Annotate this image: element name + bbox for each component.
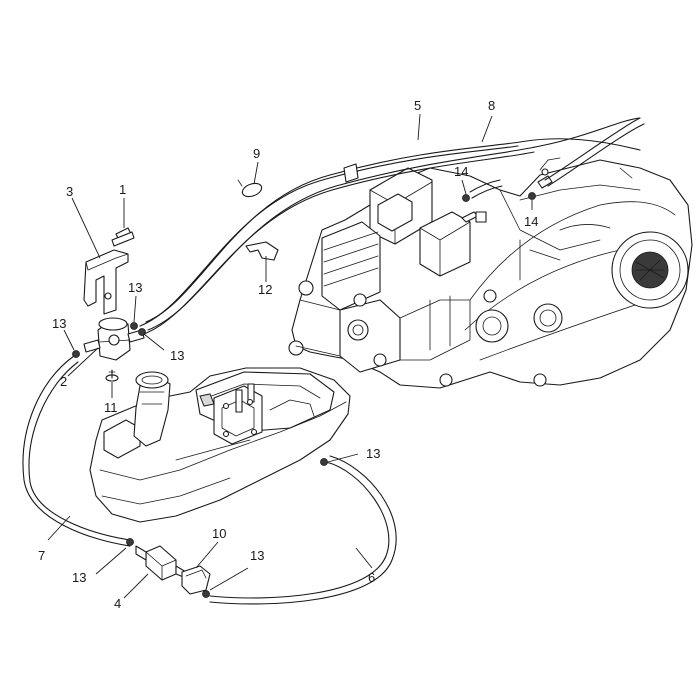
callout-5: 5 <box>414 98 421 113</box>
callout-13f: 13 <box>250 548 264 563</box>
clip-1 <box>111 227 135 247</box>
callout-14a: 14 <box>454 164 468 179</box>
callout-14b: 14 <box>524 214 538 229</box>
hose-clamps-14 <box>462 192 536 202</box>
hose-7 <box>22 355 131 547</box>
callout-7: 7 <box>38 548 45 563</box>
hose-6 <box>209 455 397 605</box>
hose-8 <box>143 117 645 335</box>
ring-clamp-9 <box>237 179 263 198</box>
callout-12: 12 <box>258 282 272 297</box>
bracket-3 <box>83 249 129 315</box>
band-clamp-10 <box>181 565 211 595</box>
callout-1: 1 <box>119 182 126 197</box>
callout-8: 8 <box>488 98 495 113</box>
fuel-filter-2 <box>83 317 145 361</box>
engine-assembly <box>288 157 693 389</box>
callout-13b: 13 <box>128 280 142 295</box>
fuel-tank <box>89 367 351 523</box>
callout-4: 4 <box>114 596 121 611</box>
hose-sleeve <box>343 163 359 183</box>
callout-2: 2 <box>60 374 67 389</box>
callout-3: 3 <box>66 184 73 199</box>
screw-11 <box>105 369 119 382</box>
callout-13c: 13 <box>170 348 184 363</box>
callout-9: 9 <box>253 146 260 161</box>
inline-filter-4 <box>135 545 187 581</box>
leader-lines <box>47 113 533 599</box>
hose-clip-12 <box>245 241 279 261</box>
callout-labels: 1 2 3 4 5 6 7 8 9 10 11 12 13 13 13 13 1… <box>38 98 538 611</box>
callout-13a: 13 <box>52 316 66 331</box>
callout-13e: 13 <box>72 570 86 585</box>
callout-10: 10 <box>212 526 226 541</box>
hose-clamps-13 <box>72 322 328 598</box>
callout-13d: 13 <box>366 446 380 461</box>
callout-11: 11 <box>104 400 118 415</box>
callout-6: 6 <box>368 570 375 585</box>
